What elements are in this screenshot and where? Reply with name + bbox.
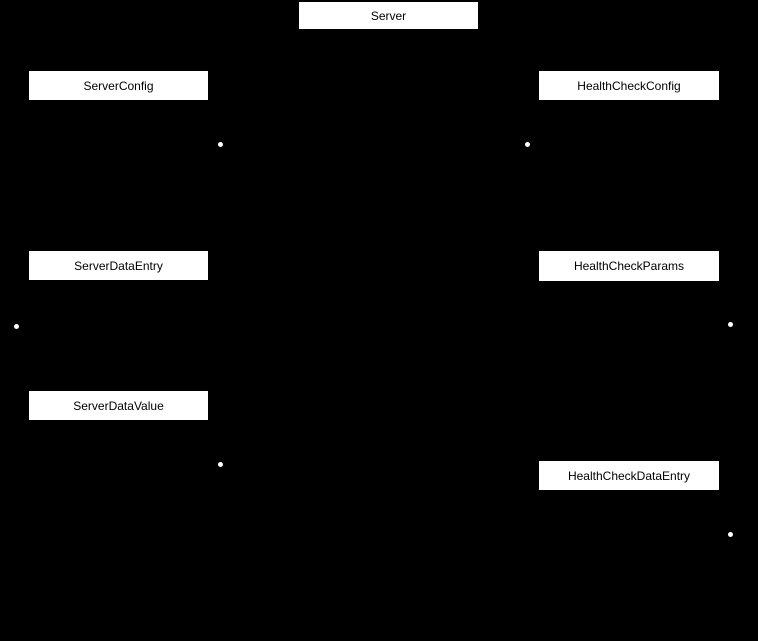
connector-dot (727, 321, 733, 327)
connector-dot (524, 141, 530, 147)
connector-dot (217, 461, 223, 467)
connector-dot (217, 141, 223, 147)
node-health-check-config: HealthCheckConfig (539, 71, 719, 100)
node-server-config: ServerConfig (29, 71, 208, 100)
connector-dot (727, 531, 733, 537)
node-server-data-entry: ServerDataEntry (29, 251, 208, 280)
node-health-check-params: HealthCheckParams (539, 251, 719, 281)
node-server-data-value: ServerDataValue (29, 391, 208, 420)
node-health-check-data-entry: HealthCheckDataEntry (539, 461, 719, 490)
connector-dot (13, 323, 19, 329)
node-server: Server (299, 2, 478, 29)
